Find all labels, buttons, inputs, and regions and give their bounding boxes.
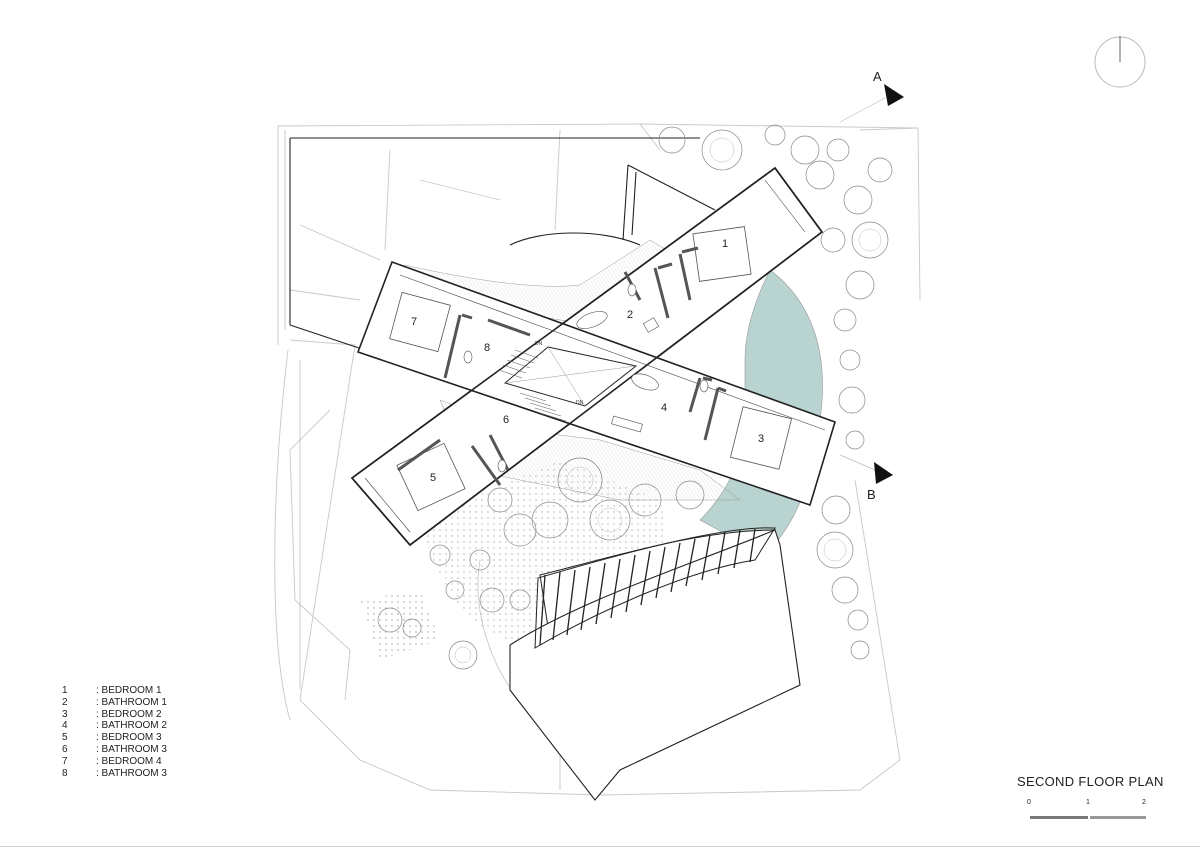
stair-label-2: DN [576,400,584,406]
room-legend: 1: BEDROOM 1 2: BATHROOM 1 3: BEDROOM 2 … [62,685,167,779]
room-number-5: 5 [430,472,436,484]
context-walls [289,137,716,351]
legend-label: : BATHROOM 3 [96,767,167,779]
room-number-7: 7 [411,316,417,328]
legend-label: : BEDROOM 1 [96,685,162,696]
section-markers: A B [839,69,904,502]
tree-icon [377,124,893,670]
legend-row: 1 : BEDROOM 1 [62,685,167,697]
legend-row: 5 : BEDROOM 3 [62,732,167,744]
scale-segment [1090,816,1146,819]
legend-label: : BATHROOM 3 [96,743,167,755]
room-number-8: 8 [484,342,490,354]
stair-south [519,392,567,422]
scale-tick-2: 2 [1142,799,1146,806]
tree-canopy-detail [454,137,882,664]
stair-label-1: DN [535,341,543,347]
legend-row: 6 : BATHROOM 3 [62,744,167,756]
legend-number: 5 [62,732,68,744]
page-rule [0,846,1200,847]
legend-row: 2 : BATHROOM 1 [62,697,167,709]
legend-row: 7 : BEDROOM 4 [62,756,167,768]
curved-deck [509,527,801,801]
legend-number: 2 [62,696,68,708]
legend-label: : BEDROOM 3 [96,732,162,744]
section-label-b: B [867,487,876,502]
legend-label: : BATHROOM 1 [96,696,167,708]
ground-patch [360,590,440,660]
room-numbers: 1 2 3 4 5 6 7 8 [411,238,764,484]
legend-number: 1 [62,685,68,696]
scale-tick-1: 1 [1086,799,1090,806]
legend-label: : BEDROOM 4 [96,755,162,767]
legend-number: 6 [62,743,68,755]
legend-row: 4 : BATHROOM 2 [62,720,167,732]
scale-segment [1030,816,1088,819]
bath-fixtures [463,283,709,473]
section-arrow-icon [884,84,904,106]
legend-number: 4 [62,720,68,732]
legend-row: 3 : BEDROOM 2 [62,709,167,721]
legend-number: 3 [62,708,68,720]
room-number-1: 1 [722,238,728,250]
room-number-4: 4 [661,402,667,414]
beds [389,226,793,512]
legend-row: 8 : BATHROOM 3 [62,768,167,780]
interior-walls [397,246,727,486]
scale-bar: 0 1 2 [1027,799,1150,825]
legend-number: 8 [62,767,68,779]
legend-label: : BEDROOM 2 [96,708,162,720]
scale-tick-0: 0 [1027,799,1031,806]
legend-label: : BATHROOM 2 [96,720,167,732]
section-label-a: A [873,69,882,84]
stair-north [498,349,539,379]
room-number-6: 6 [503,414,509,426]
section-arrow-icon [874,462,893,484]
atrium [503,346,638,407]
deck-slats [539,528,756,646]
plan-title: SECOND FLOOR PLAN [1017,774,1164,789]
north-arrow-icon [1094,36,1146,88]
room-number-2: 2 [627,309,633,321]
room-number-3: 3 [758,433,764,445]
legend-number: 7 [62,755,68,767]
